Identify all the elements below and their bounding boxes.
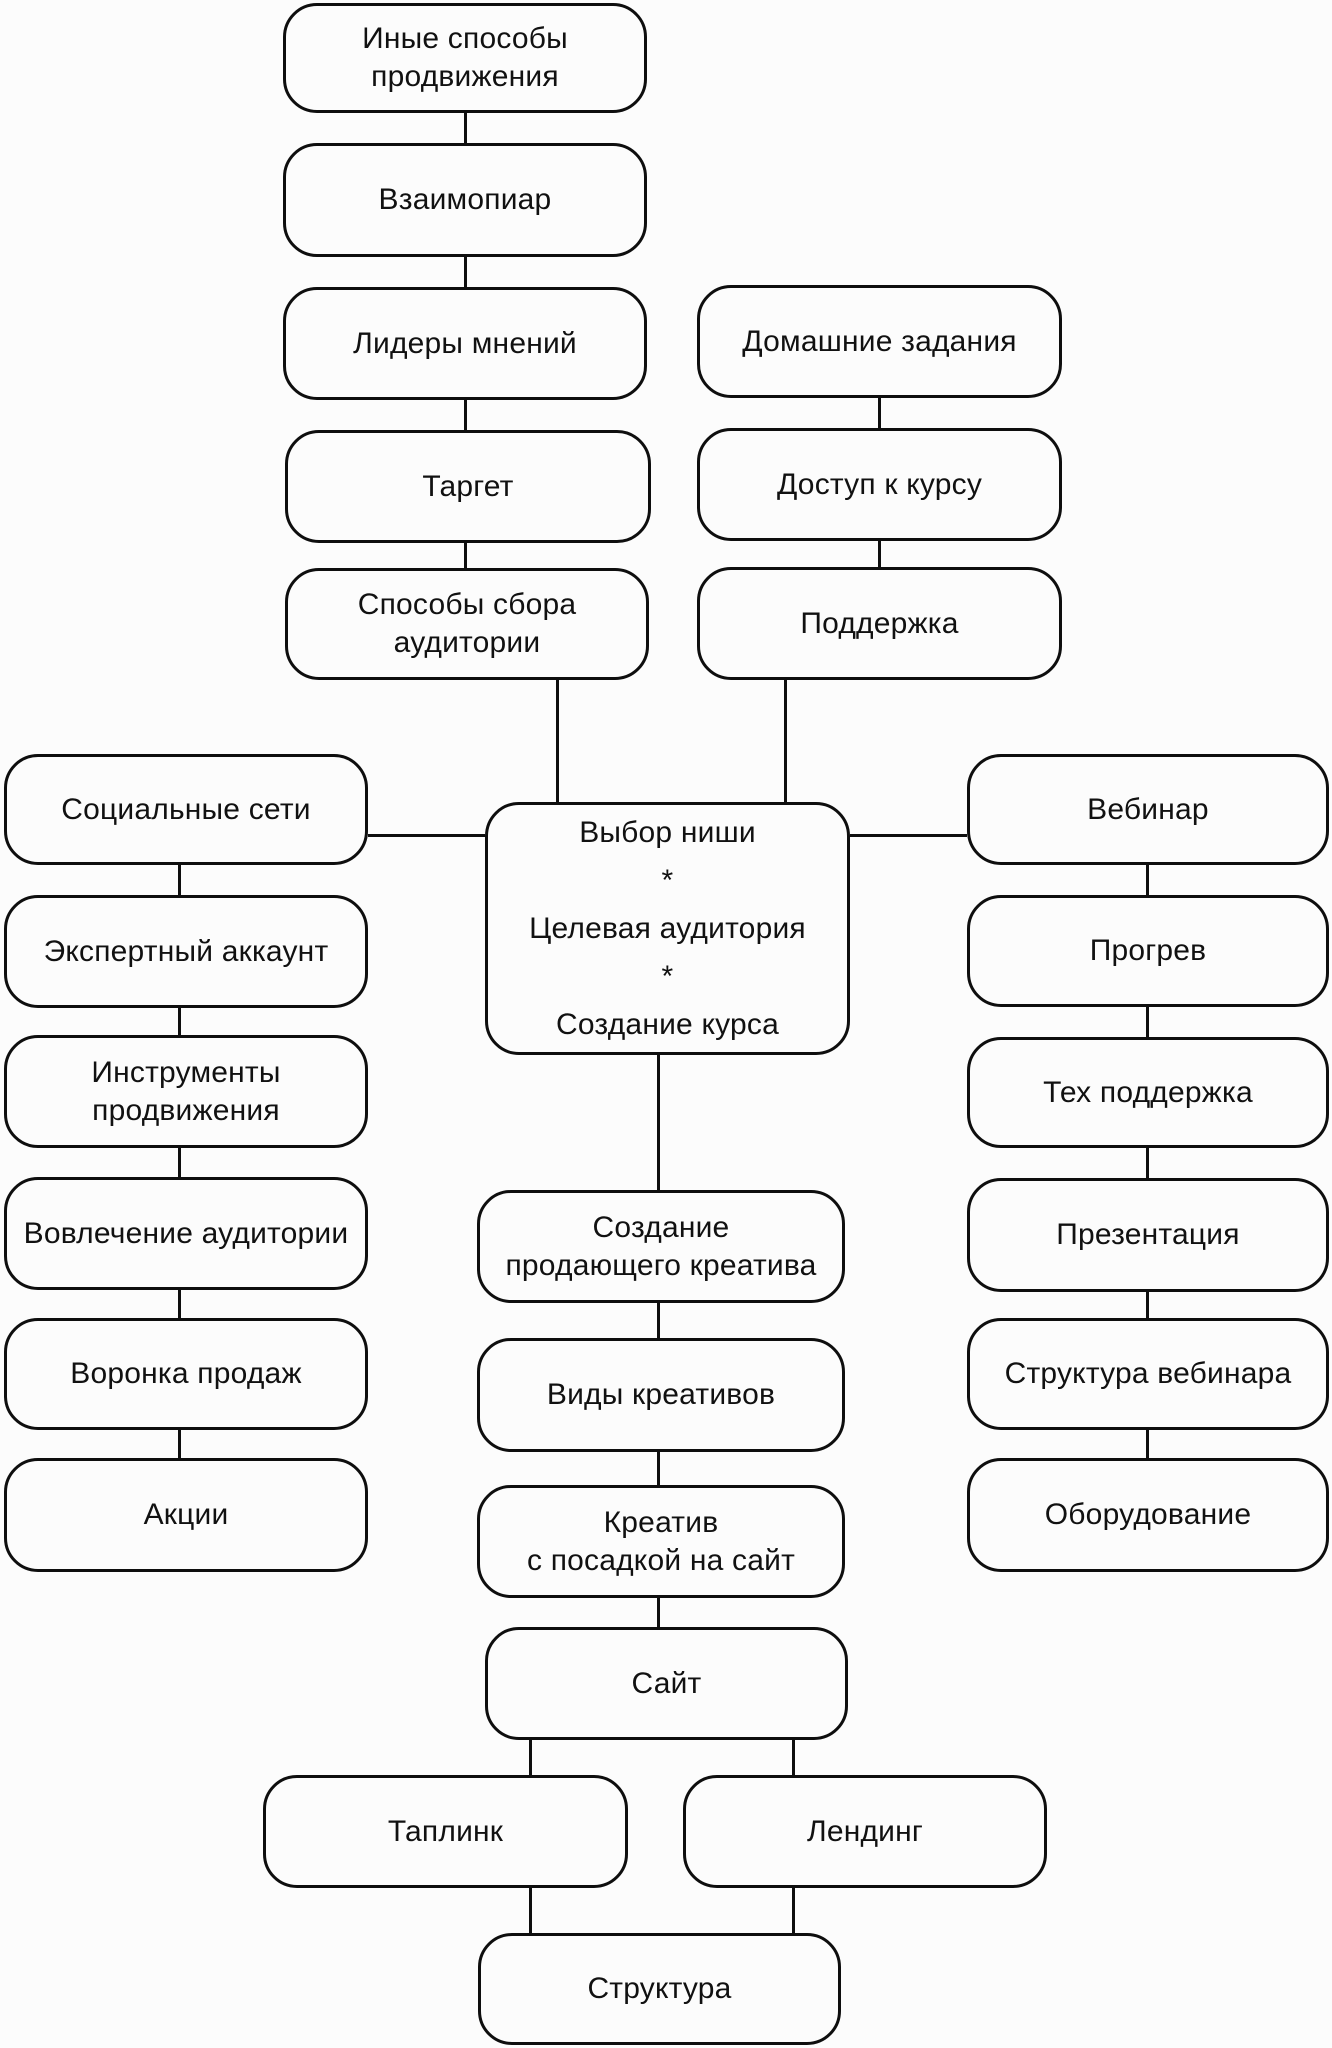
node-structure: Структура <box>478 1933 841 2045</box>
edge-audience-engagement-to-sales-funnel <box>178 1290 181 1318</box>
edge-website-to-landing <box>792 1740 795 1775</box>
node-audience-collection-methods: Способы сбора аудитории <box>285 568 649 680</box>
node-label: Вебинар <box>1087 792 1209 826</box>
node-label: Способы сбора аудитории <box>357 588 577 659</box>
node-audience-engagement: Вовлечение аудитории <box>4 1177 368 1290</box>
node-label: Лидеры мнений <box>353 326 577 360</box>
edge-webinar-structure-to-equipment <box>1146 1430 1149 1458</box>
node-targeting: Таргет <box>285 430 651 543</box>
node-warmup: Прогрев <box>967 895 1329 1007</box>
edge-presentation-to-webinar-structure <box>1146 1292 1149 1318</box>
node-tech-support: Тех поддержка <box>967 1037 1329 1148</box>
edge-social-networks-to-core <box>368 834 485 837</box>
edge-homework-to-course-access <box>878 398 881 428</box>
node-label: Таплинк <box>387 1814 504 1848</box>
node-label: Домашние задания <box>742 324 1017 358</box>
node-label: Вовлечение аудитории <box>23 1216 349 1250</box>
edge-creative-types-to-creative-with-site-landing <box>657 1452 660 1485</box>
edge-support-to-core <box>784 680 787 802</box>
node-label: Доступ к курсу <box>776 467 983 501</box>
node-label: Взаимопиар <box>378 183 552 216</box>
node-label: Инструменты продвижения <box>91 1055 281 1127</box>
edge-creative-with-site-landing-to-website <box>657 1598 660 1627</box>
node-label: Тех поддержка <box>1043 1075 1253 1109</box>
edge-targeting-to-audience-collection-methods <box>464 543 467 568</box>
edge-course-access-to-support <box>878 541 881 567</box>
node-selling-creative-creation: Создание продающего креатива <box>477 1190 845 1303</box>
node-support: Поддержка <box>697 567 1062 680</box>
node-label: Сайт <box>631 1666 702 1700</box>
edge-expert-account-to-promotion-tools <box>178 1008 181 1035</box>
node-label: Креатив с посадкой на сайт <box>526 1505 796 1577</box>
node-webinar: Вебинар <box>967 754 1329 865</box>
edge-website-to-taplink <box>529 1740 532 1775</box>
node-label: Социальные сети <box>61 792 311 826</box>
edge-selling-creative-creation-to-creative-types <box>657 1303 660 1338</box>
node-social-networks: Социальные сети <box>4 754 368 865</box>
node-presentation: Презентация <box>967 1178 1329 1292</box>
node-label: Оборудование <box>1044 1498 1252 1531</box>
edge-opinion-leaders-to-targeting <box>464 400 467 430</box>
node-webinar-structure: Структура вебинара <box>967 1318 1329 1430</box>
node-label: Выбор ниши * Целевая аудитория * Создани… <box>529 815 806 1041</box>
node-mutual-pr: Взаимопиар <box>283 143 647 257</box>
node-label: Презентация <box>1056 1218 1240 1251</box>
edge-sales-funnel-to-promotions <box>178 1430 181 1458</box>
node-label: Акции <box>143 1498 229 1531</box>
edge-landing-to-structure <box>792 1888 795 1933</box>
node-label: Воронка продаж <box>70 1357 302 1390</box>
edge-webinar-to-warmup <box>1146 865 1149 895</box>
node-promotions: Акции <box>4 1458 368 1572</box>
node-label: Создание продающего креатива <box>505 1210 817 1282</box>
edge-core-to-webinar <box>850 834 967 837</box>
edge-tech-support-to-presentation <box>1146 1148 1149 1178</box>
node-creative-types: Виды креативов <box>477 1338 845 1452</box>
edge-social-networks-to-expert-account <box>178 865 181 895</box>
node-sales-funnel: Воронка продаж <box>4 1318 368 1430</box>
node-label: Таргет <box>422 469 514 503</box>
node-label: Лендинг <box>806 1814 924 1848</box>
edge-taplink-to-structure <box>529 1888 532 1933</box>
edge-mutual-pr-to-opinion-leaders <box>464 257 467 287</box>
node-homework: Домашние задания <box>697 285 1062 398</box>
node-label: Экспертный аккаунт <box>43 934 329 968</box>
node-label: Иные способы продвижения <box>362 22 568 93</box>
node-label: Структура вебинара <box>1004 1357 1292 1390</box>
node-core: Выбор ниши * Целевая аудитория * Создани… <box>485 802 850 1055</box>
node-equipment: Оборудование <box>967 1458 1329 1572</box>
node-expert-account: Экспертный аккаунт <box>4 895 368 1008</box>
node-taplink: Таплинк <box>263 1775 628 1888</box>
edge-other-promotion-methods-to-mutual-pr <box>464 113 467 143</box>
node-label: Виды креативов <box>546 1378 776 1411</box>
edge-audience-collection-methods-to-core <box>556 680 559 802</box>
node-label: Структура <box>587 1972 732 2005</box>
node-course-access: Доступ к курсу <box>697 428 1062 541</box>
node-creative-with-site-landing: Креатив с посадкой на сайт <box>477 1485 845 1598</box>
node-label: Прогрев <box>1089 934 1207 967</box>
node-label: Поддержка <box>800 606 959 640</box>
edge-promotion-tools-to-audience-engagement <box>178 1148 181 1177</box>
node-promotion-tools: Инструменты продвижения <box>4 1035 368 1148</box>
node-opinion-leaders: Лидеры мнений <box>283 287 647 400</box>
node-website: Сайт <box>485 1627 848 1740</box>
edge-core-to-selling-creative-creation <box>657 1055 660 1190</box>
edge-warmup-to-tech-support <box>1146 1007 1149 1037</box>
node-landing: Лендинг <box>683 1775 1047 1888</box>
node-other-promotion-methods: Иные способы продвижения <box>283 3 647 113</box>
